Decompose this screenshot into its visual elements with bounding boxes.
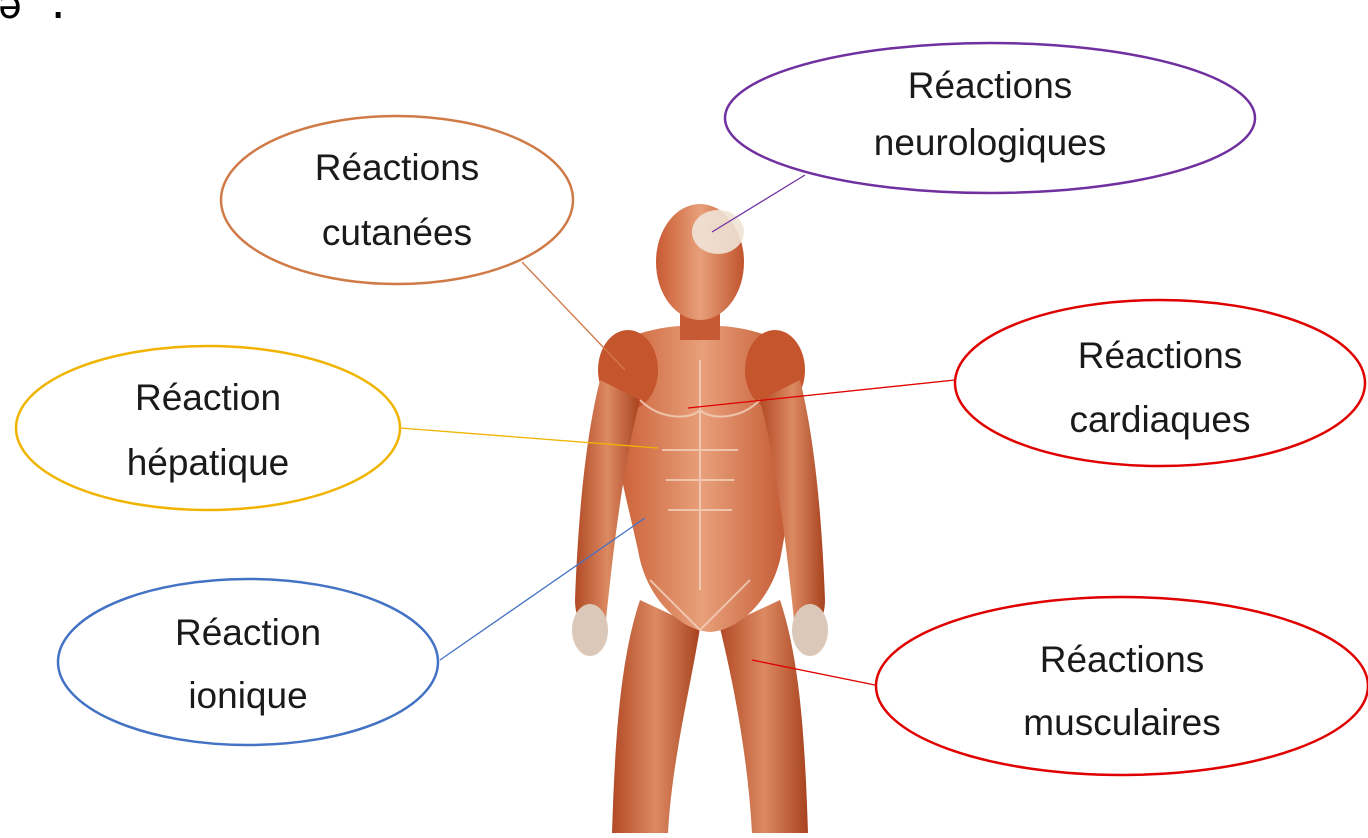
label-cardia-line2: cardiaques	[1069, 399, 1250, 440]
label-cutane-line2: cutanées	[322, 212, 472, 253]
label-hepat-line1: Réaction	[135, 377, 281, 418]
label-muscu-line2: musculaires	[1023, 702, 1220, 743]
label-cardia-line1: Réactions	[1078, 335, 1243, 376]
connector-ionic	[440, 518, 645, 660]
label-cutane: Réactions cutanées	[221, 116, 573, 284]
label-cardia: Réactions cardiaques	[955, 300, 1365, 466]
left-hand	[572, 604, 608, 656]
label-ionic-line1: Réaction	[175, 612, 321, 653]
label-muscu: Réactions musculaires	[876, 597, 1368, 775]
label-hepat: Réaction hépatique	[16, 346, 400, 510]
left-leg	[612, 600, 700, 833]
label-ionic: Réaction ionique	[58, 579, 438, 745]
label-neuro-line1: Réactions	[908, 65, 1073, 106]
label-cutane-line1: Réactions	[315, 147, 480, 188]
label-ionic-line2: ionique	[188, 675, 307, 716]
body-figure	[572, 204, 828, 833]
connector-cutane	[522, 262, 625, 370]
corner-mark: ǝ .	[0, 0, 70, 28]
label-neuro: Réactions neurologiques	[725, 43, 1255, 193]
right-hand	[792, 604, 828, 656]
label-neuro-line2: neurologiques	[874, 122, 1106, 163]
connector-neuro	[712, 175, 805, 232]
label-hepat-line2: hépatique	[127, 442, 290, 483]
label-muscu-line1: Réactions	[1040, 639, 1205, 680]
